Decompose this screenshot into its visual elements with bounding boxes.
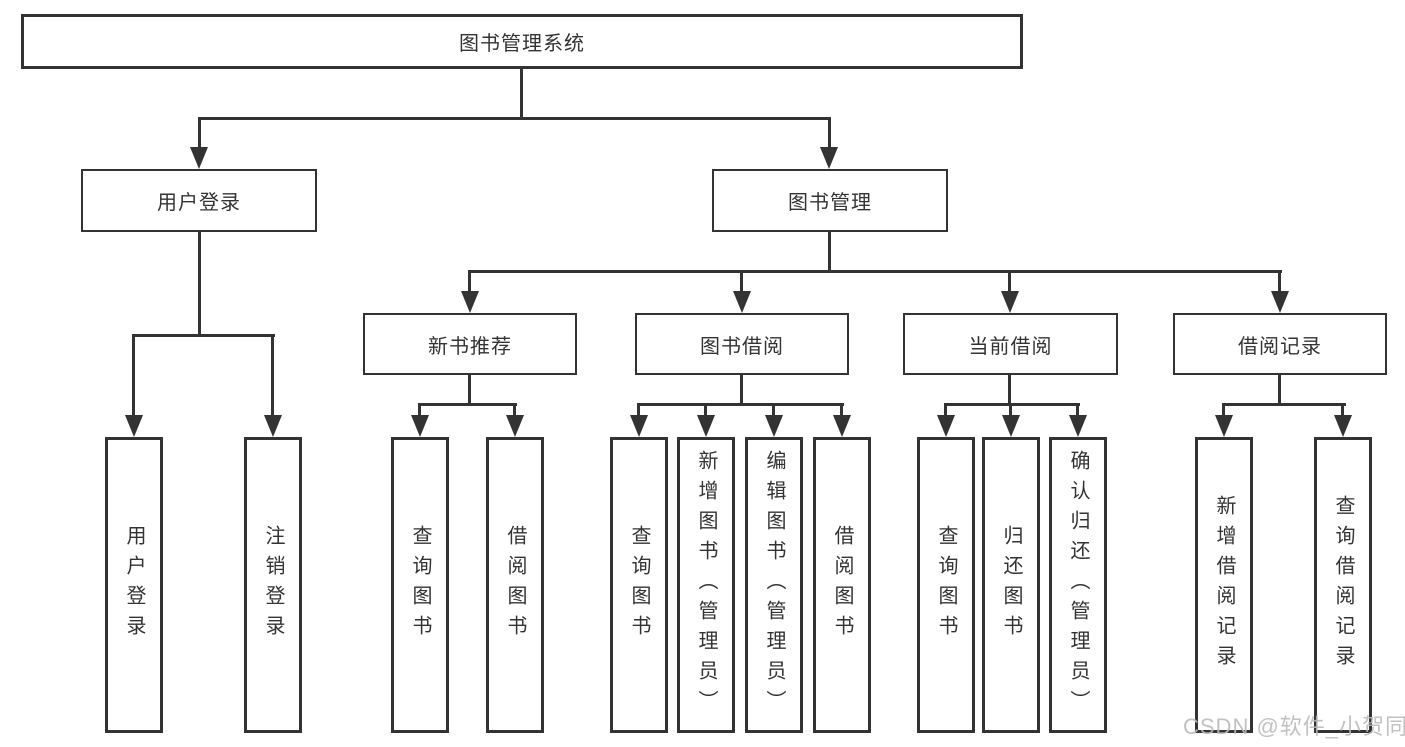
arrowhead-down-icon [1334,415,1352,437]
connector-line [468,270,1282,273]
connector-line [637,406,640,415]
leaf-logout: 注销登录 [244,437,302,733]
arrowhead-down-icon [411,415,429,437]
connector-line [1278,273,1281,291]
connector-line [828,232,831,273]
leaf-query-borrow-record: 查询借阅记录 [1314,437,1372,733]
connector-line [1008,273,1011,291]
leaf-label: 归还图书 [1000,525,1022,645]
leaf-label: 新增图书（管理员） [695,450,717,720]
connector-line [1222,406,1225,415]
connector-line [828,120,831,148]
node-current-borrowing: 当前借阅 [903,313,1118,375]
connector-line [1076,406,1079,415]
connector-line [198,117,831,120]
connector-line [1278,375,1281,405]
connector-line [740,273,743,291]
leaf-query-books-recommend: 查询图书 [391,437,449,733]
arrowhead-down-icon [190,147,208,169]
arrowhead-down-icon [630,415,648,437]
leaf-label: 查询借阅记录 [1332,495,1354,675]
leaf-add-books-admin: 新增图书（管理员） [677,437,735,733]
arrowhead-down-icon [1215,415,1233,437]
connector-line [520,69,523,120]
connector-line [132,334,275,337]
leaf-add-borrow-record: 新增借阅记录 [1195,437,1253,733]
arrowhead-down-icon [765,415,783,437]
node-label: 图书管理 [788,192,872,214]
arrowhead-down-icon [1069,415,1087,437]
connector-line [418,403,517,406]
node-root-library-system: 图书管理系统 [21,14,1023,69]
leaf-confirm-return-admin: 确认归还（管理员） [1049,437,1107,733]
leaf-label: 用户登录 [123,525,145,645]
arrowhead-down-icon [1002,415,1020,437]
arrowhead-down-icon [820,147,838,169]
connector-line [840,406,843,415]
connector-line [468,375,471,405]
csdn-watermark: CSDN @软件_小贺同学 [1183,714,1405,739]
leaf-label: 注销登录 [262,525,284,645]
node-label: 图书管理系统 [459,33,585,55]
leaf-borrow-books-recommend: 借阅图书 [486,437,544,733]
connector-line [740,375,743,405]
node-user-login: 用户登录 [81,169,317,232]
arrowhead-down-icon [264,415,282,437]
connector-line [772,406,775,415]
connector-line [637,403,844,406]
connector-line [513,406,516,415]
connector-line [1341,406,1344,415]
node-new-book-recommend: 新书推荐 [363,313,577,375]
arrowhead-down-icon [833,415,851,437]
arrowhead-down-icon [1271,291,1289,313]
arrowhead-down-icon [733,291,751,313]
arrowhead-down-icon [461,291,479,313]
leaf-label: 查询图书 [409,525,431,645]
leaf-user-login: 用户登录 [105,437,163,733]
connector-line [944,406,947,415]
node-label: 借阅记录 [1238,335,1322,358]
connector-line [468,273,471,291]
connector-line [418,406,421,415]
connector-line [1009,406,1012,415]
connector-line [944,403,1080,406]
leaf-label: 新增借阅记录 [1213,495,1235,675]
arrowhead-down-icon [125,415,143,437]
leaf-borrow-books: 借阅图书 [813,437,871,733]
connector-line [198,120,201,148]
leaf-label: 借阅图书 [831,525,853,645]
leaf-label: 编辑图书（管理员） [763,450,785,720]
leaf-query-books-current: 查询图书 [917,437,975,733]
leaf-return-books: 归还图书 [982,437,1040,733]
arrowhead-down-icon [1001,291,1019,313]
leaf-edit-books-admin: 编辑图书（管理员） [745,437,803,733]
leaf-label: 确认归还（管理员） [1067,450,1089,720]
node-book-borrowing: 图书借阅 [635,313,849,375]
connector-line [132,337,135,415]
connector-line [1222,403,1346,406]
node-label: 当前借阅 [968,335,1053,358]
node-book-management: 图书管理 [712,169,948,232]
leaf-label: 查询图书 [628,525,650,645]
node-label: 图书借阅 [700,335,784,358]
arrowhead-down-icon [937,415,955,437]
leaf-label: 借阅图书 [504,525,526,645]
connector-line [704,406,707,415]
node-label: 用户登录 [157,192,241,214]
node-label: 新书推荐 [428,335,512,358]
arrowhead-down-icon [506,415,524,437]
node-borrowing-records: 借阅记录 [1173,313,1387,375]
leaf-query-books-borrow: 查询图书 [610,437,668,733]
arrowhead-down-icon [697,415,715,437]
leaf-label: 查询图书 [935,525,957,645]
connector-line [271,337,274,415]
connector-line [1008,375,1011,405]
connector-line [198,232,201,337]
